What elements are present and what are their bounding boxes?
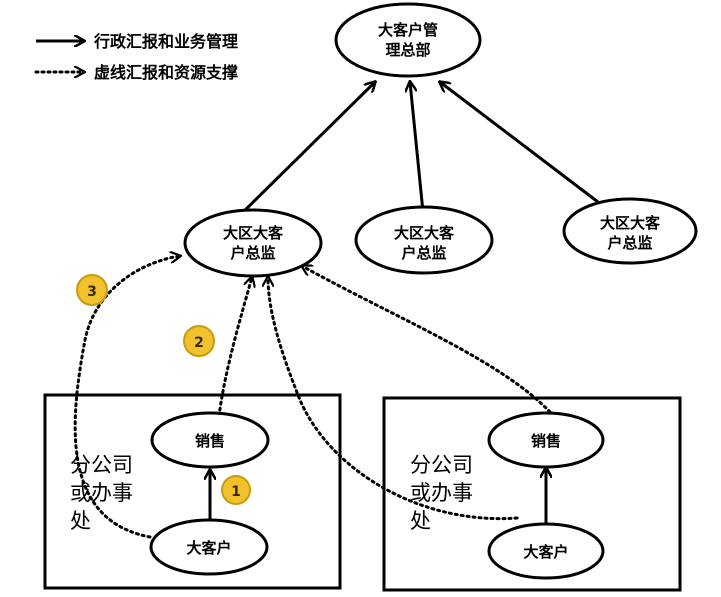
- node-sales-left-label: 销售: [195, 432, 225, 450]
- badge-2: 2: [183, 325, 215, 357]
- node-region-right-line2: 户总监: [607, 234, 652, 252]
- badge-2-text: 2: [194, 335, 204, 351]
- dotted-arrow-sales-left-to-region: [217, 277, 252, 418]
- node-region-left: 大区大客 户总监: [183, 208, 323, 278]
- node-region-left-line1: 大区大客: [223, 224, 284, 242]
- branch-box-left-label: 分公司 或办事 处: [70, 453, 133, 533]
- node-sales-right: 销售: [487, 411, 605, 469]
- solid-arrow-region-left-to-hq: [236, 82, 375, 219]
- node-region-right: 大区大客 户总监: [562, 197, 698, 265]
- branch-left-line3: 处: [70, 509, 91, 533]
- dotted-arrow-client-right-to-region: [268, 277, 519, 521]
- branch-right-line1: 分公司: [410, 453, 473, 477]
- node-region-mid-line1: 大区大客: [394, 224, 455, 242]
- node-region-mid-line2: 户总监: [401, 244, 446, 262]
- solid-arrow-region-mid-to-hq: [410, 82, 425, 213]
- node-sales-right-label: 销售: [531, 432, 561, 450]
- node-hq-line1: 大客户管: [378, 21, 438, 39]
- legend: 行政汇报和业务管理 虚线汇报和资源支撑: [34, 32, 238, 82]
- branch-box-right-label: 分公司 或办事 处: [410, 453, 473, 533]
- legend-dotted-label: 虚线汇报和资源支撑: [94, 63, 238, 82]
- node-client-left-label: 大客户: [186, 539, 231, 557]
- node-region-mid: 大区大客 户总监: [354, 205, 494, 275]
- node-region-left-line2: 户总监: [230, 244, 275, 262]
- node-client-right: 大客户: [487, 522, 605, 580]
- node-client-right-label: 大客户: [523, 543, 568, 561]
- branch-left-line1: 分公司: [70, 453, 133, 477]
- branch-left-line2: 或办事: [70, 481, 133, 505]
- badge-3-text: 3: [87, 284, 97, 300]
- node-sales-left: 销售: [150, 411, 270, 469]
- node-hq: 大客户管 理总部: [334, 2, 482, 78]
- legend-solid-label: 行政汇报和业务管理: [93, 32, 238, 51]
- node-hq-line2: 理总部: [385, 41, 430, 59]
- node-client-left: 大客户: [149, 518, 269, 576]
- dotted-arrow-sales-right-to-region: [302, 266, 552, 414]
- node-region-right-line1: 大区大客: [600, 214, 661, 232]
- branch-box-left: [43, 393, 342, 590]
- branch-right-line2: 或办事: [410, 481, 473, 505]
- branch-box-right: [382, 396, 682, 592]
- branch-right-line3: 处: [410, 509, 431, 533]
- solid-arrow-region-right-to-hq: [440, 82, 599, 204]
- dotted-arrow-client-left-to-region: [73, 256, 180, 539]
- badge-3: 3: [76, 274, 108, 306]
- badge-1-text: 1: [231, 484, 241, 500]
- badge-1: 1: [221, 475, 251, 505]
